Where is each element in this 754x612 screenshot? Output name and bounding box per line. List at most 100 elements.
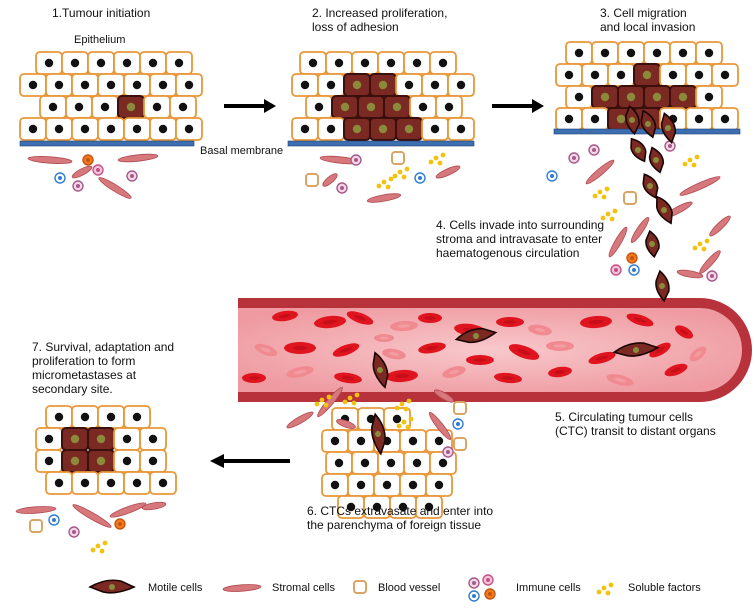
cell-nucleus xyxy=(564,114,574,124)
immune-cell-core xyxy=(72,530,76,534)
blood-vessel-small xyxy=(305,173,319,187)
epithelial-cell xyxy=(643,41,671,65)
epithelial-cell xyxy=(321,429,349,453)
epithelial-cell xyxy=(123,471,151,495)
cell-nucleus xyxy=(300,80,310,90)
blood-vessel-small xyxy=(623,191,637,205)
red-blood-cell-center xyxy=(473,358,487,362)
cell-nucleus xyxy=(100,102,110,112)
cell-nucleus xyxy=(404,124,414,134)
soluble-factor xyxy=(701,246,707,252)
blood-vessel-small xyxy=(391,151,405,165)
cell-nucleus xyxy=(456,124,466,134)
arrow-1-to-2 xyxy=(224,99,276,113)
cell-nucleus xyxy=(408,480,418,490)
epithelial-cell xyxy=(389,495,417,519)
immune-cell-core xyxy=(632,268,636,272)
cell-nucleus xyxy=(158,478,168,488)
step-1-label: 1.Tumour initiation xyxy=(52,6,151,20)
soluble-factor xyxy=(694,154,700,160)
cell-nucleus xyxy=(300,124,310,134)
soluble-factor xyxy=(704,238,710,244)
cell-nucleus xyxy=(386,458,396,468)
legend-stromal-label: Stromal cells xyxy=(272,582,335,594)
cell-nucleus xyxy=(80,80,90,90)
motile-cell xyxy=(370,412,386,456)
motile-cell-nucleus xyxy=(633,347,639,353)
epithelial-cell xyxy=(565,41,593,65)
soluble-factor xyxy=(376,183,382,189)
epithelial-cell xyxy=(377,51,405,75)
soluble-factor xyxy=(687,157,693,163)
epithelial-cell xyxy=(165,51,193,75)
epithelial-cell xyxy=(695,41,723,65)
epithelial-cell xyxy=(45,73,73,97)
cell-nucleus xyxy=(70,456,80,466)
soluble-factor xyxy=(399,401,405,407)
red-blood-cell-center xyxy=(554,370,566,374)
legend-immune-label: Immune cells xyxy=(516,582,581,594)
epithelial-cell xyxy=(45,405,73,429)
tumour-cell xyxy=(87,427,115,451)
soluble-factor xyxy=(401,174,407,180)
soluble-factor xyxy=(596,589,602,595)
red-blood-cell-center xyxy=(248,376,260,380)
epithelial-cell xyxy=(711,107,739,131)
cell-nucleus xyxy=(352,80,362,90)
epithelial-cell xyxy=(91,95,119,119)
blood-vessel-main xyxy=(238,298,752,402)
stromal-cell xyxy=(608,226,628,258)
tumour-cell xyxy=(383,95,411,119)
cell-nucleus xyxy=(330,436,340,446)
cell-nucleus xyxy=(158,124,168,134)
stromal-cell xyxy=(366,193,402,203)
cell-nucleus xyxy=(372,502,382,512)
cell-nucleus xyxy=(54,412,64,422)
motile-cell xyxy=(642,173,659,199)
red-blood-cell-center xyxy=(293,369,307,375)
cell-nucleus xyxy=(412,58,422,68)
cell-nucleus xyxy=(626,92,636,102)
epithelial-cell xyxy=(71,117,99,141)
legend-vessel-label: Blood vessel xyxy=(378,582,441,594)
tumour-cell xyxy=(643,85,671,109)
motile-cell-nucleus xyxy=(635,147,641,153)
vessel-lumen xyxy=(238,308,742,392)
immune-cell-core xyxy=(418,176,422,180)
cell-nucleus xyxy=(122,58,132,68)
red-blood-cell-center xyxy=(397,324,411,328)
red-blood-cell-center xyxy=(379,336,389,340)
cell-nucleus xyxy=(626,48,636,58)
motile-cell-nucleus xyxy=(661,207,667,213)
immune-cell-core xyxy=(710,274,714,278)
soluble-factor xyxy=(401,419,407,425)
soluble-factor xyxy=(682,161,688,167)
cell-nucleus xyxy=(148,58,158,68)
motile-cell-nucleus xyxy=(629,117,635,123)
motile-cell-nucleus xyxy=(665,125,671,131)
step-3-label: 3. Cell migration and local invasion xyxy=(600,6,696,34)
immune-cell-core xyxy=(550,174,554,178)
epithelial-cell xyxy=(565,85,593,109)
epithelial-cell xyxy=(555,107,583,131)
blood-vessel-small xyxy=(29,519,43,533)
soluble-factor xyxy=(90,547,96,553)
epithelial-cell xyxy=(685,107,713,131)
cell-nucleus xyxy=(54,124,64,134)
immune-cell-core xyxy=(52,518,56,522)
epithelial-cell xyxy=(447,117,475,141)
epithelial-cell xyxy=(149,471,177,495)
immune-cell-core xyxy=(592,148,596,152)
cell-nucleus xyxy=(44,58,54,68)
immune-cell-core xyxy=(572,156,576,160)
cell-nucleus xyxy=(456,80,466,90)
red-blood-cell-center xyxy=(517,348,531,356)
motile-cell-nucleus xyxy=(374,431,381,437)
stromal-cell xyxy=(72,504,112,528)
soluble-factor xyxy=(323,402,329,408)
soluble-factor xyxy=(601,194,607,200)
tumour-cell xyxy=(61,427,89,451)
epithelial-cell xyxy=(591,41,619,65)
cell-nucleus xyxy=(178,102,188,112)
tumour-cell xyxy=(633,63,661,87)
